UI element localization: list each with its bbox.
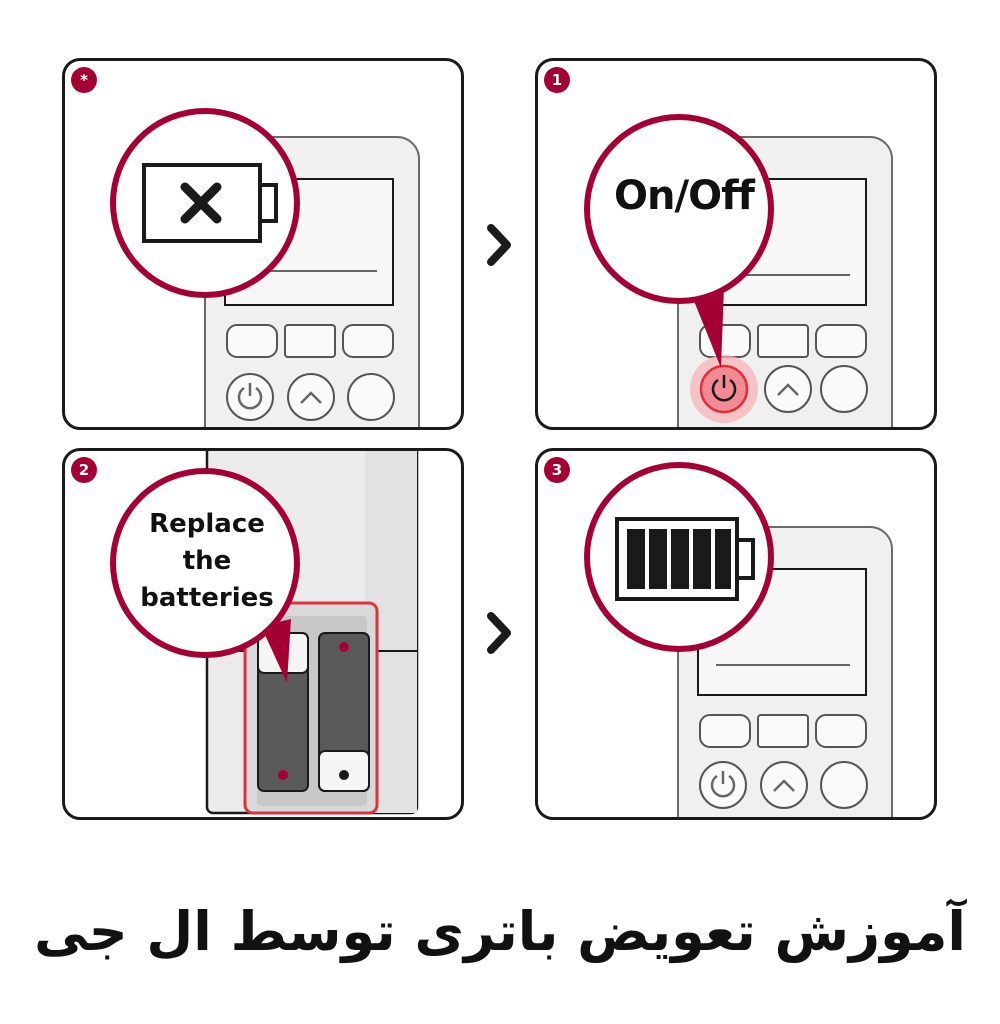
callout-circle [110,468,300,658]
on-off-label: On/Off [614,173,755,219]
remote-button [284,324,336,358]
remote-button [820,365,868,413]
chevron-up-icon [760,761,808,809]
remote-button [757,324,809,358]
power-icon [699,364,749,414]
battery-empty-x-icon [142,163,278,243]
remote-button [815,714,867,748]
battery-full-icon [615,517,755,601]
step-badge-1: 1 [544,67,570,93]
step-badge-2: 2 [71,457,97,483]
remote-button [815,324,867,358]
panel-full-battery: 3 [535,448,937,820]
chevron-up-icon [764,365,812,413]
remote-illustration [584,114,893,427]
panel-replace-batteries: 2 Replace the batteries [62,448,464,820]
caption-title: آموزش تعویض باتری توسط ال جی [34,900,966,963]
battery-right [318,632,370,792]
chevron-right-icon [487,612,511,654]
panel-empty-battery: * [62,58,464,430]
remote-button [699,714,751,748]
callout-pointer [688,286,724,368]
remote-button [757,714,809,748]
chevron-right-icon [487,224,511,266]
step-badge-star: * [71,67,97,93]
chevron-up-icon [287,373,335,421]
remote-back-illustration [110,451,419,815]
power-icon [226,373,274,421]
step-badge-3: 3 [544,457,570,483]
remote-illustration [110,108,420,427]
power-icon [699,761,747,809]
panel-power-off: 1 On/Off [535,58,937,430]
remote-button [342,324,394,358]
callout-pointer [261,619,291,683]
remote-button [226,324,278,358]
remote-button [820,761,868,809]
replace-batteries-label: Replace the batteries [140,509,274,613]
remote-button [347,373,395,421]
callout-circle [584,114,774,304]
remote-illustration [584,462,893,817]
